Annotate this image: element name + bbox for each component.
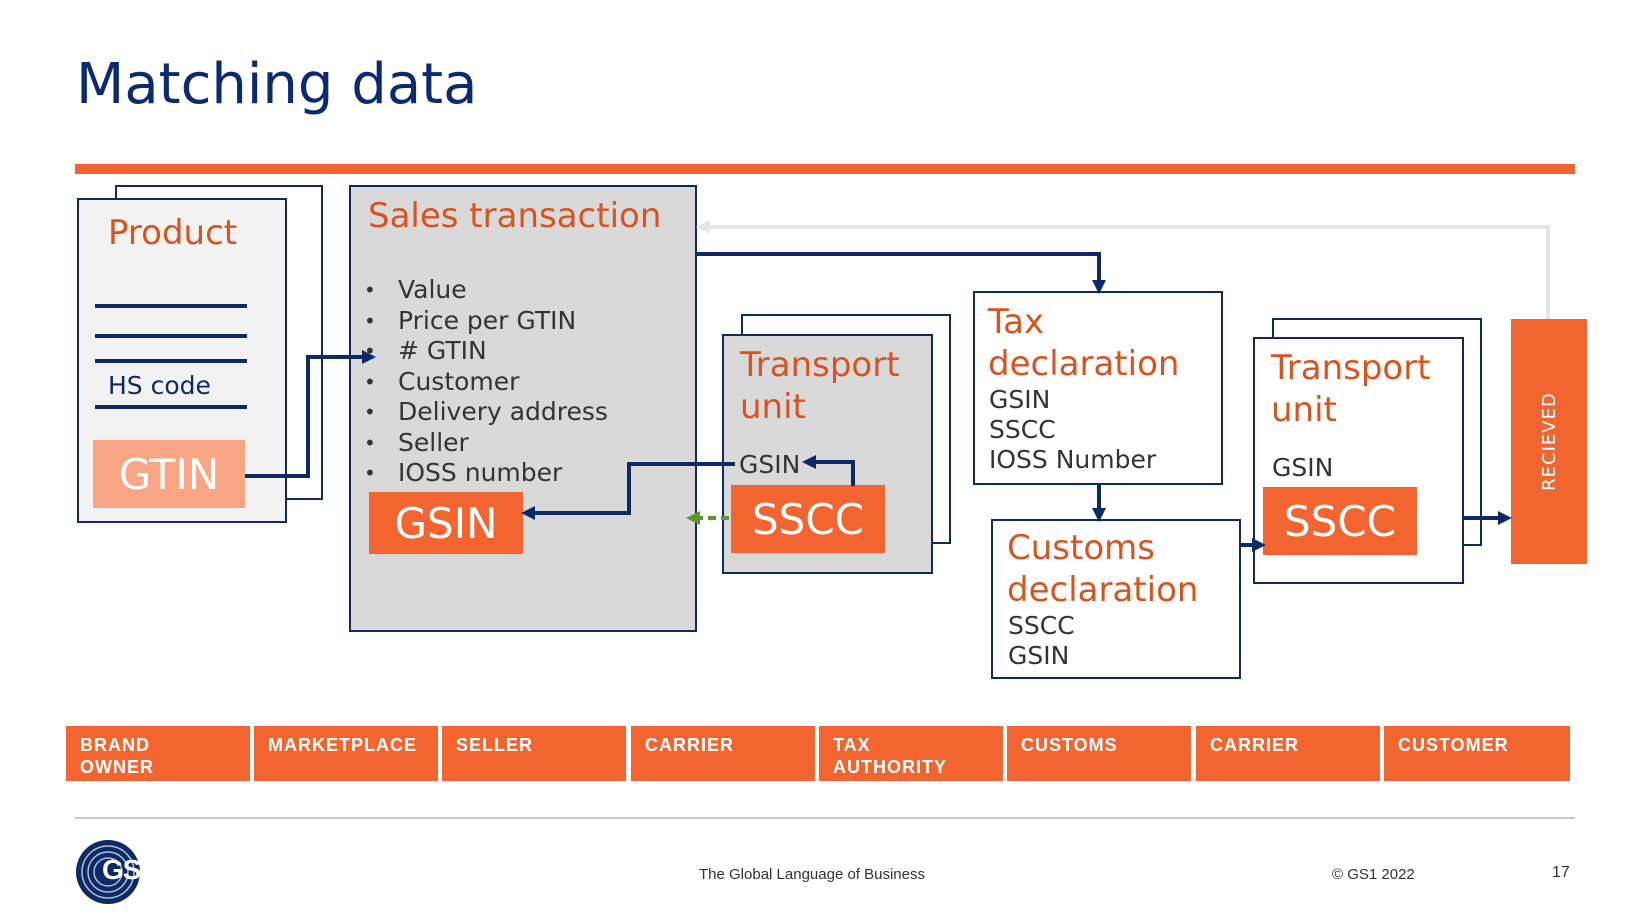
tax-item: IOSS Number: [989, 445, 1157, 474]
footer-copyright: © GS1 2022: [1332, 866, 1415, 883]
gtin-to-sales-arrow: [245, 350, 376, 478]
customs-declaration-title-line2: declaration: [1007, 570, 1199, 610]
actor-carrier-2: CARRIER: [1196, 726, 1380, 781]
actor-customs: CUSTOMS: [1007, 726, 1191, 781]
customs-declaration-title-line1: Customs: [1007, 528, 1155, 568]
list-item: Seller: [364, 428, 608, 459]
customs-declaration-card: Customs declaration SSCC GSIN: [991, 519, 1241, 679]
received-feedback-arrow: [696, 220, 1550, 319]
actor-carrier: CARRIER: [631, 726, 815, 781]
transport-gsin-label: GSIN: [739, 450, 801, 479]
actor-brand-owner: BRAND OWNER: [66, 726, 250, 781]
text-line-icon: [95, 334, 247, 338]
text-line-icon: [95, 304, 247, 308]
transport-unit-title-line2: unit: [740, 387, 806, 427]
customs-item: GSIN: [1008, 641, 1070, 670]
tax-declaration-title-line1: Tax: [988, 302, 1045, 342]
gs1-logo-icon: [76, 840, 140, 904]
text-line-icon: [95, 359, 247, 363]
footer-tagline: The Global Language of Business: [699, 866, 925, 883]
tax-declaration-title-line2: declaration: [988, 344, 1180, 384]
transport-unit-title-line1: Transport: [740, 345, 900, 385]
customs-item: SSCC: [1008, 611, 1075, 640]
list-item: Value: [364, 275, 608, 306]
gsin-link-arrow: [802, 455, 855, 486]
sscc-box-2: SSCC: [1263, 487, 1417, 555]
page-title: Matching data: [76, 52, 478, 117]
text-line-icon: [95, 405, 247, 409]
received-box: RECIEVED: [1511, 319, 1587, 564]
list-item: IOSS number: [364, 458, 608, 489]
gsin-box: GSIN: [369, 492, 523, 554]
page-number: 17: [1552, 864, 1570, 881]
footer-divider: [75, 817, 1575, 819]
hs-code-label: HS code: [108, 371, 211, 400]
title-underline: [75, 164, 1575, 174]
actor-seller: SELLER: [442, 726, 626, 781]
tax-declaration-card: Tax declaration GSIN SSCC IOSS Number: [973, 291, 1223, 485]
transport-unit-2-title-line1: Transport: [1271, 348, 1431, 388]
gs1-logo-text: GS1: [102, 854, 156, 885]
actor-tax-authority: TAX AUTHORITY: [819, 726, 1003, 781]
tax-item: SSCC: [989, 415, 1056, 444]
list-item: Delivery address: [364, 397, 608, 428]
transport-unit-2-gsin-label: GSIN: [1272, 453, 1334, 482]
actor-customer: CUSTOMER: [1384, 726, 1570, 781]
gtin-box: GTIN: [93, 440, 245, 508]
tax-item: GSIN: [989, 385, 1051, 414]
actor-marketplace: MARKETPLACE: [254, 726, 438, 781]
sscc-box: SSCC: [731, 485, 885, 553]
sales-fields-list: Value Price per GTIN # GTIN Customer Del…: [364, 275, 608, 489]
product-title: Product: [108, 213, 238, 253]
list-item: Customer: [364, 367, 608, 398]
gs1-logo: GS1: [75, 838, 160, 906]
sales-transaction-title: Sales transaction: [368, 196, 662, 236]
sales-to-tax-arrow: [697, 252, 1106, 294]
transport-gsin-to-sales-gsin-arrow: [521, 462, 735, 520]
list-item: Price per GTIN: [364, 306, 608, 337]
transport-unit-2-title-line2: unit: [1271, 390, 1337, 430]
